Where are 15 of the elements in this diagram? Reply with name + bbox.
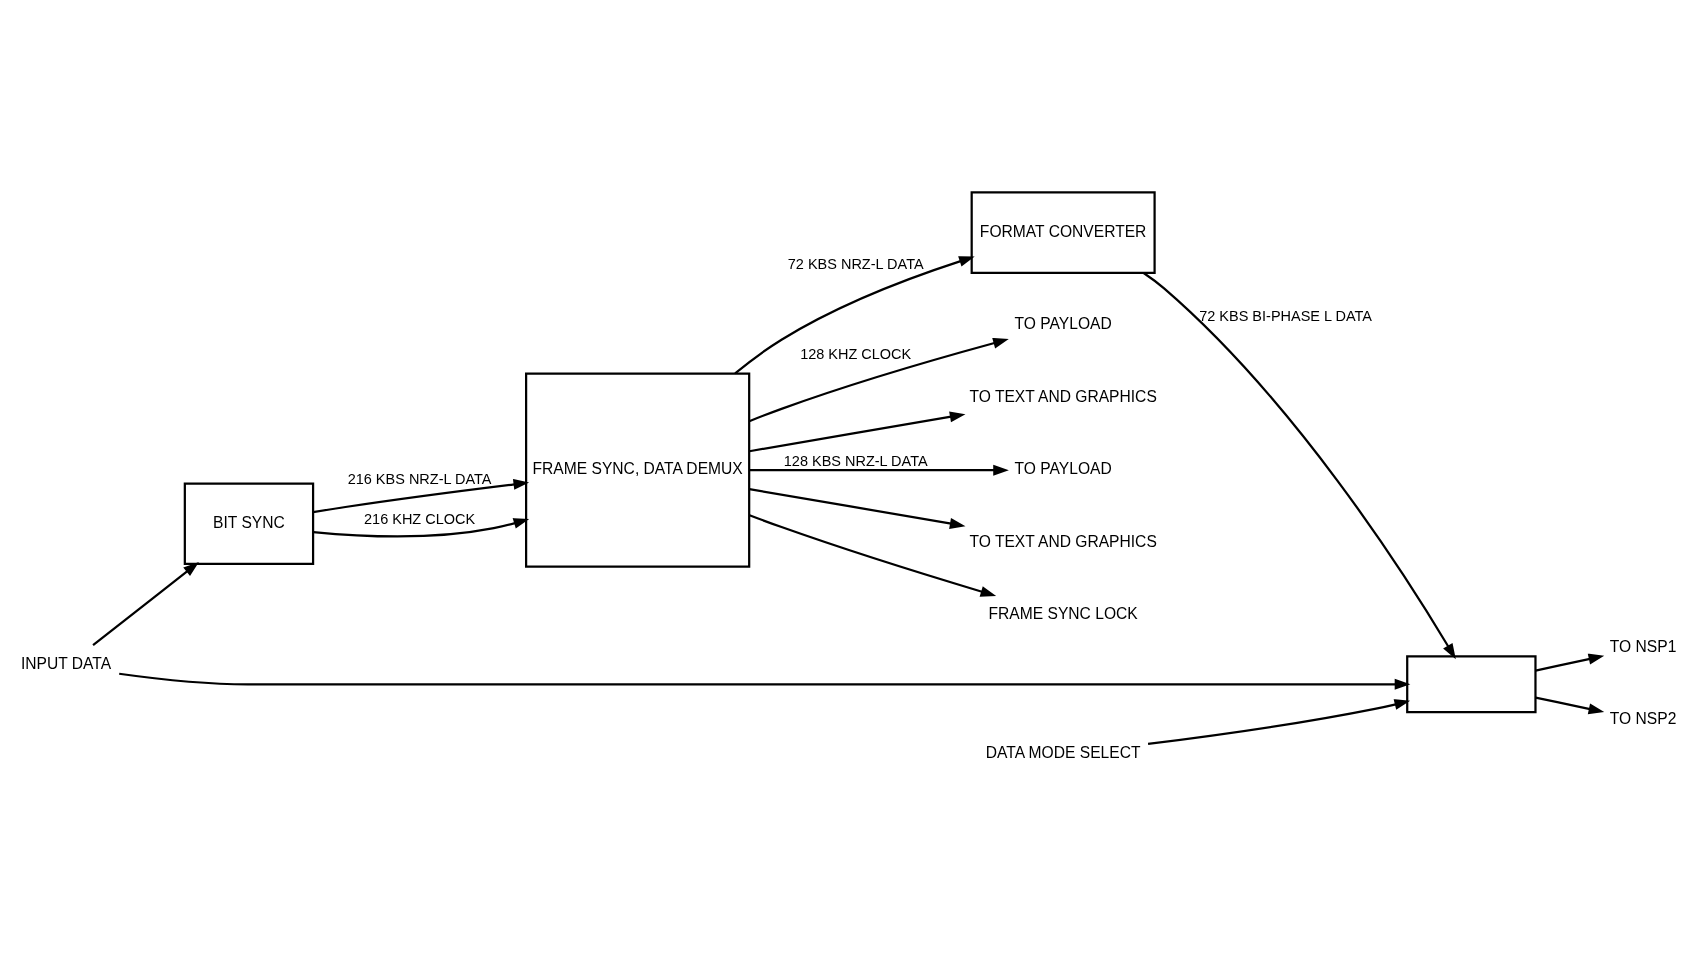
edge-label: 72 KBS BI-PHASE L DATA xyxy=(1199,308,1373,325)
node-text: INPUT DATA xyxy=(20,655,112,673)
node-text: TO TEXT AND GRAPHICS xyxy=(969,387,1157,405)
node-text: TO PAYLOAD xyxy=(1014,460,1112,478)
node-text: TO NSP2 xyxy=(1609,710,1677,728)
node-text: TO TEXT AND GRAPHICS xyxy=(969,532,1157,550)
node-text: TO PAYLOAD xyxy=(1014,315,1112,333)
edge-label: 128 KBS NRZ-L DATA xyxy=(783,453,928,470)
edge-label: 128 KHZ CLOCK xyxy=(800,346,912,363)
node-text: DATA MODE SELECT xyxy=(985,743,1141,761)
node-text: TO NSP1 xyxy=(1609,637,1677,655)
node-text: FRAME SYNC LOCK xyxy=(988,605,1138,623)
edge-label: 216 KBS NRZ-L DATA xyxy=(347,471,492,487)
edge-label: 216 KHZ CLOCK xyxy=(364,511,476,528)
edge-label: 72 KBS NRZ-L DATA xyxy=(787,255,924,272)
